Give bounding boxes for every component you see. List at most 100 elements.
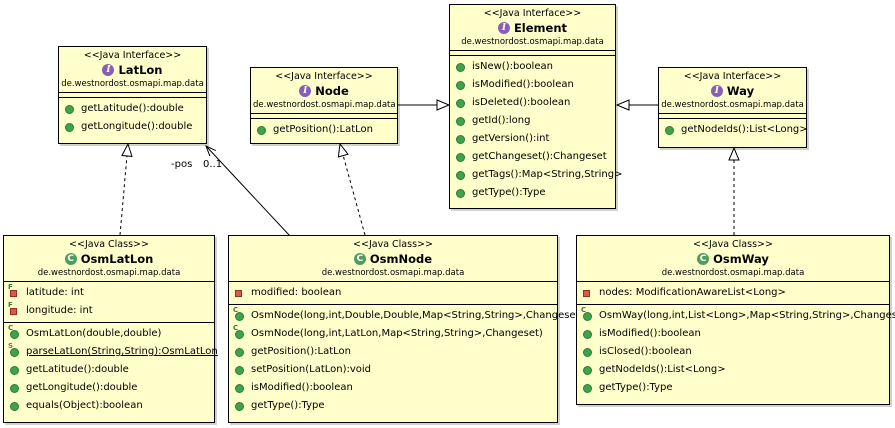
private-final-field-icon: F (8, 301, 20, 317)
constructor-icon: C (581, 306, 593, 322)
method-row[interactable]: getPosition():LatLon (229, 343, 557, 361)
element-methods: isNew():boolean isModified():boolean isD… (450, 56, 622, 204)
method-row[interactable]: getLatitude():double (4, 361, 214, 379)
method-row[interactable]: getType():Type (577, 379, 889, 397)
static-method-icon: S (8, 342, 20, 358)
pos-role-label: -pos (171, 159, 193, 170)
class-icon: C (697, 253, 710, 265)
method-row[interactable]: getTags():Map<String,String> (450, 166, 622, 184)
latlon-methods: getLatitude():double getLongitude():doub… (59, 98, 206, 138)
way-fields (659, 114, 806, 119)
osmnode-stereotype: <<Java Class>> (353, 239, 433, 250)
interface-icon: I (299, 85, 312, 97)
public-method-icon (581, 328, 593, 340)
public-method-icon (454, 115, 466, 127)
method-row[interactable]: getNodeIds():List<Long> (659, 121, 808, 139)
field-row[interactable]: nodes: ModificationAwareList<Long> (577, 284, 889, 302)
public-method-icon (454, 133, 466, 145)
method-row[interactable]: getPosition():LatLon (251, 121, 397, 139)
method-row[interactable]: isModified():boolean (450, 76, 615, 94)
private-field-icon (233, 287, 245, 299)
osmnode-package: de.westnordost.osmapi.map.data (321, 268, 465, 278)
public-method-icon (663, 124, 675, 136)
method-row[interactable]: getVersion():int (450, 130, 615, 148)
method-row[interactable]: isDeleted():boolean (450, 94, 615, 112)
osmlatlon-stereotype: <<Java Class>> (69, 239, 149, 250)
osmlatlon-name: OsmLatLon (80, 252, 154, 266)
way-package: de.westnordost.osmapi.map.data (661, 100, 804, 110)
constructor-icon: C (233, 324, 245, 340)
interface-icon: I (710, 85, 723, 97)
element-name: Element (513, 21, 568, 35)
node-name: Node (315, 84, 349, 98)
method-row[interactable]: isModified():boolean (577, 325, 889, 343)
element-fields (450, 51, 615, 56)
constructor-icon: C (8, 324, 20, 340)
public-method-icon (233, 364, 245, 376)
interface-icon: I (497, 22, 510, 34)
public-method-icon (8, 364, 20, 376)
node-package: de.westnordost.osmapi.map.data (253, 100, 396, 110)
public-method-icon (454, 97, 466, 109)
method-row[interactable]: getLongitude():double (4, 379, 214, 397)
osmway-package: de.westnordost.osmapi.map.data (661, 268, 805, 278)
latlon-package: de.westnordost.osmapi.map.data (61, 79, 204, 89)
public-method-icon (581, 382, 593, 394)
method-row[interactable]: getChangeset():Changeset (450, 148, 615, 166)
way-methods: getNodeIds():List<Long> (659, 119, 808, 141)
latlon-fields (59, 93, 206, 98)
method-row[interactable]: isClosed():boolean (577, 343, 889, 361)
private-final-field-icon: F (8, 283, 20, 299)
method-row[interactable]: setPosition(LatLon):void (229, 361, 557, 379)
method-row[interactable]: getId():long (450, 112, 615, 130)
method-row[interactable]: equals(Object):boolean (4, 397, 214, 415)
public-method-icon (454, 61, 466, 73)
class-icon: C (64, 253, 77, 265)
latlon-name: LatLon (118, 63, 163, 77)
public-method-icon (233, 400, 245, 412)
public-method-icon (8, 382, 20, 394)
method-row[interactable]: getType():Type (229, 397, 557, 415)
interface-icon: I (102, 64, 115, 76)
public-method-icon (8, 400, 20, 412)
element-stereotype: <<Java Interface>> (483, 8, 582, 19)
public-method-icon (233, 346, 245, 358)
field-row[interactable]: modified: boolean (229, 284, 557, 302)
method-row[interactable]: getNodeIds():List<Long> (577, 361, 889, 379)
method-row[interactable]: getLatitude():double (59, 100, 206, 118)
osmway-stereotype: <<Java Class>> (693, 239, 773, 250)
method-row[interactable]: getLongitude():double (59, 118, 206, 136)
method-row[interactable]: getType():Type (450, 184, 615, 202)
node-methods: getPosition():LatLon (251, 119, 397, 141)
public-method-icon (454, 151, 466, 163)
method-row[interactable]: isModified():boolean (229, 379, 557, 397)
osmway-fields: nodes: ModificationAwareList<Long> (577, 282, 889, 305)
edge-osmlatlon-implements-latlon (119, 144, 128, 236)
osmnode-name: OsmNode (369, 252, 433, 266)
class-icon: C (353, 253, 366, 265)
way-name: Way (726, 84, 755, 98)
way-stereotype: <<Java Interface>> (683, 71, 782, 82)
public-method-icon (581, 364, 593, 376)
method-row[interactable]: isNew():boolean (450, 58, 615, 76)
public-method-icon (581, 346, 593, 358)
